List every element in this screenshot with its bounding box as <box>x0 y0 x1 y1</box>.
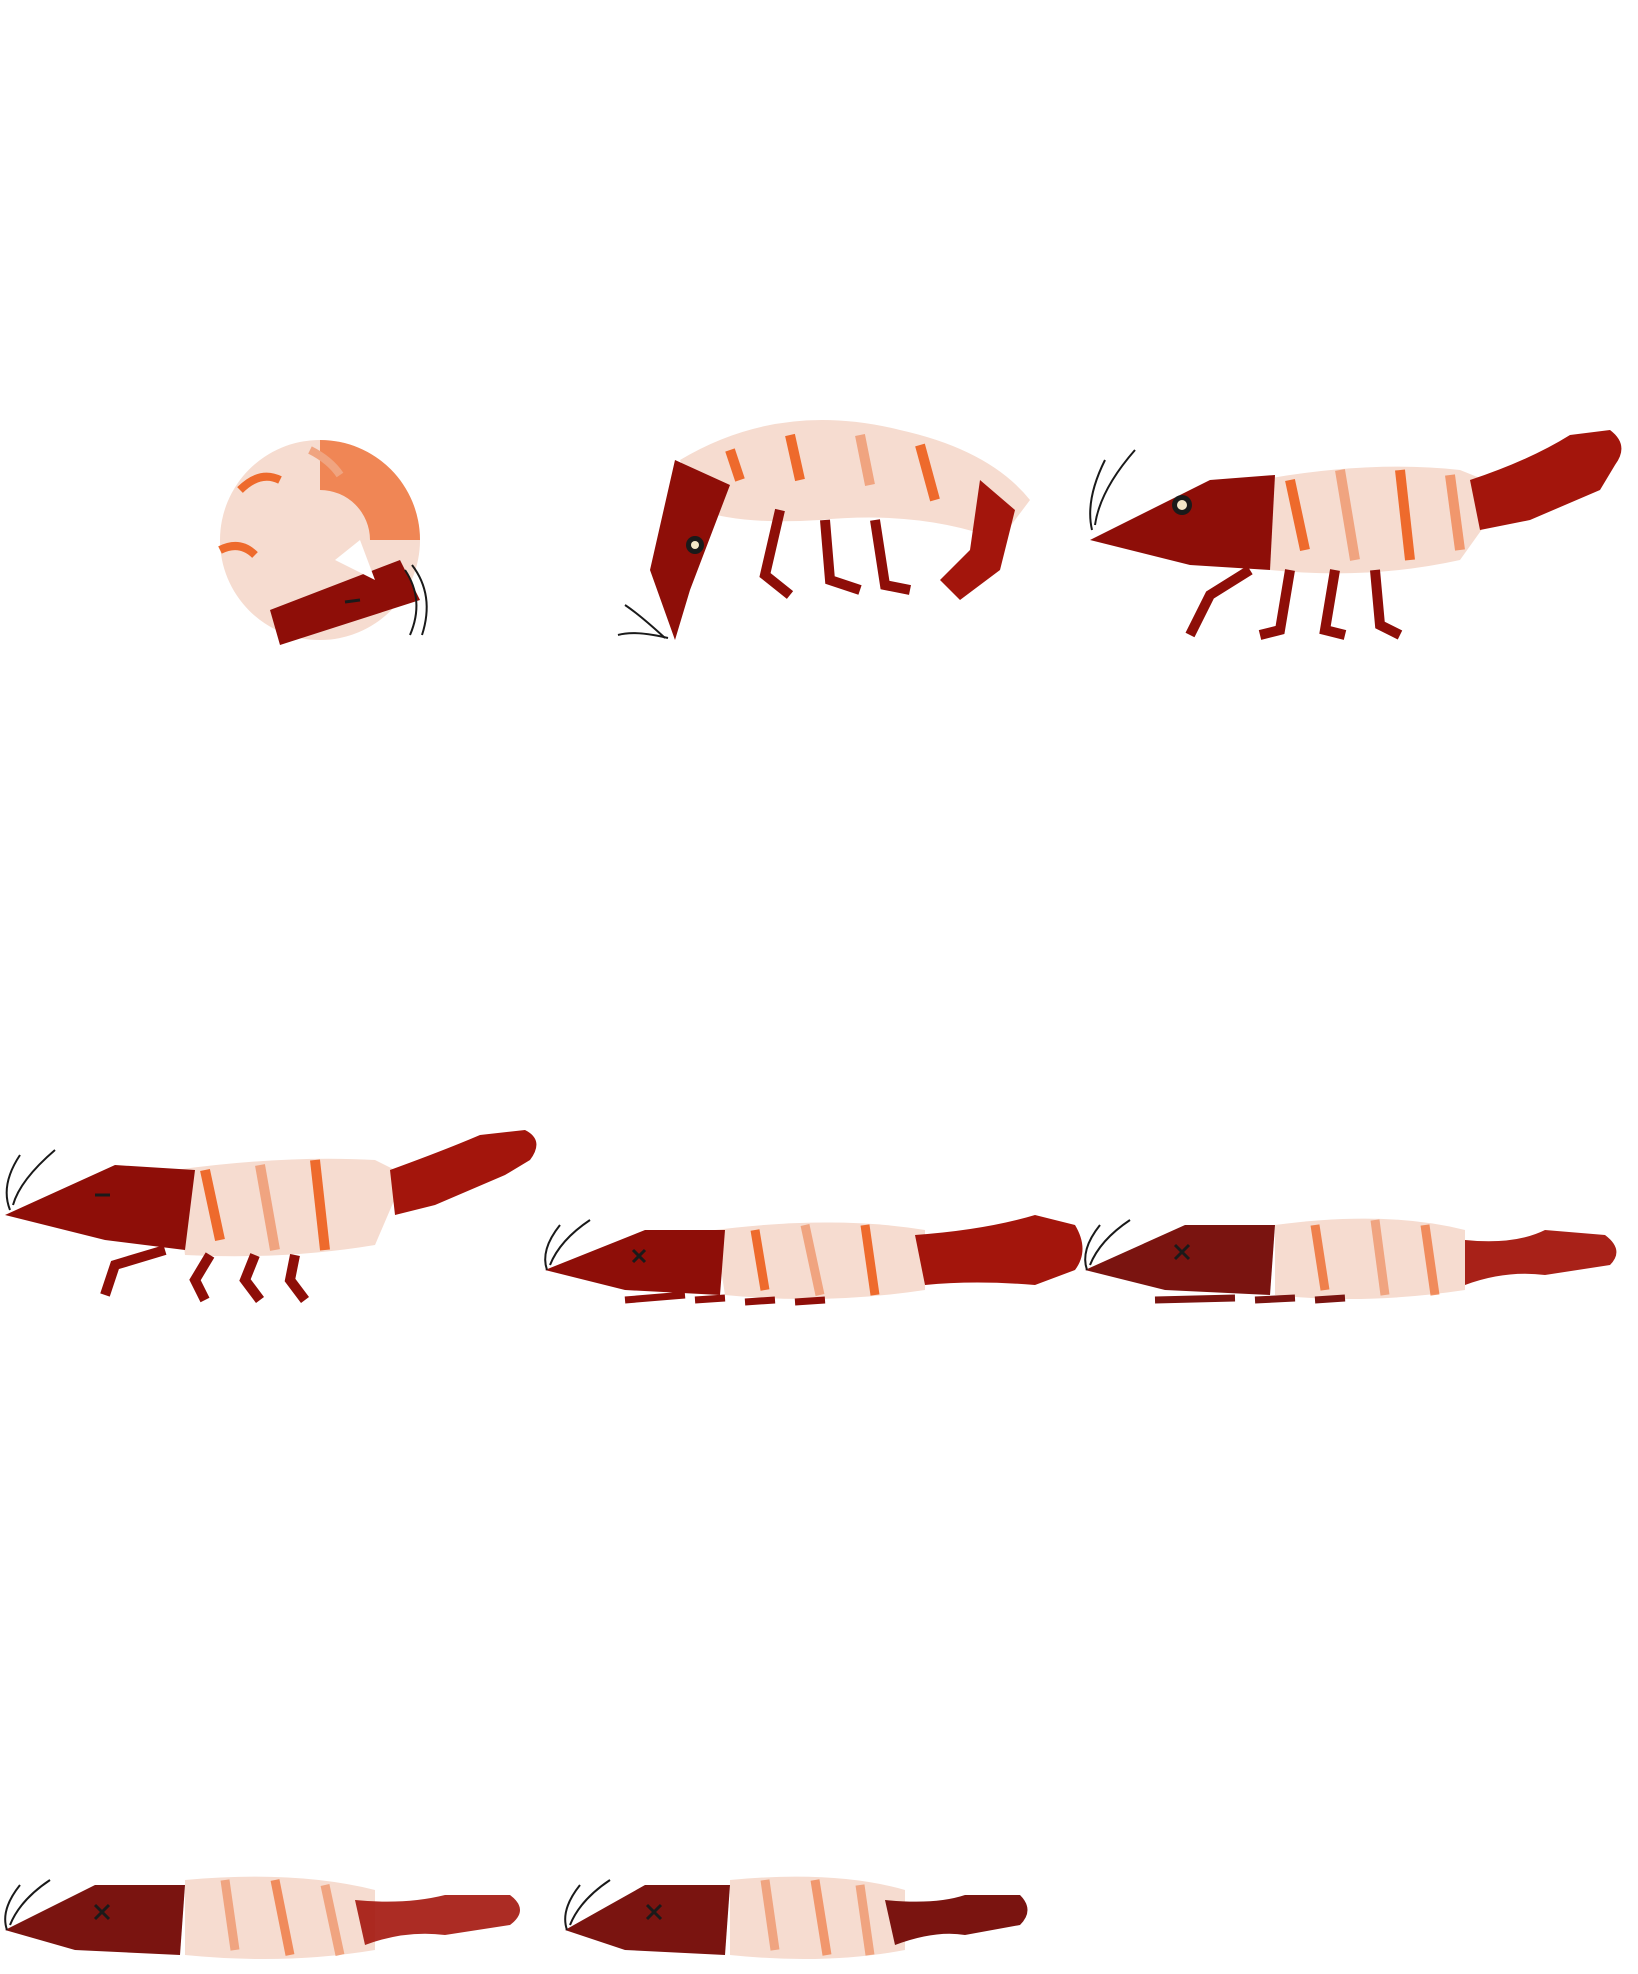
antenna-icon <box>404 569 418 636</box>
shrimp-lying-1-sprite <box>544 1215 1083 1306</box>
shrimp-frame-lying-1 <box>544 1210 1085 1310</box>
x-eye-icon <box>645 1903 663 1921</box>
tail-shape <box>1465 1230 1617 1285</box>
antenna-icon <box>1089 459 1106 531</box>
shrimp-hunched-sprite <box>617 420 1030 640</box>
antenna-icon <box>4 1884 21 1931</box>
shrimp-frame-walking-closed <box>5 1125 545 1315</box>
tail-shape <box>1470 430 1622 530</box>
x-eye-icon <box>631 1248 647 1264</box>
tail-shape <box>885 1895 1028 1945</box>
shrimp-curled-sprite <box>218 440 428 645</box>
shrimp-frame-hunched <box>617 410 1050 650</box>
shrimp-walking-open-sprite <box>1089 430 1622 640</box>
x-eye-icon <box>1173 1243 1191 1261</box>
shrimp-frame-lying-3 <box>4 1870 530 1970</box>
tail-shape <box>355 1895 520 1945</box>
shrimp-frame-walking-open <box>1089 420 1630 650</box>
tail-shape <box>390 1130 537 1215</box>
head-shape <box>5 1885 185 1955</box>
head-shape <box>545 1230 725 1295</box>
head-shape <box>565 1885 730 1955</box>
head-shape <box>1090 475 1275 570</box>
antenna-icon <box>564 1884 581 1931</box>
shrimp-lying-3-sprite <box>4 1876 520 1959</box>
shrimp-frame-lying-4 <box>564 1870 1035 1970</box>
antenna-icon <box>544 1224 561 1271</box>
shrimp-frame-curled <box>200 430 440 650</box>
shrimp-lying-2-sprite <box>1084 1218 1617 1304</box>
tail-shape <box>915 1215 1083 1285</box>
shrimp-frame-lying-2 <box>1084 1210 1625 1310</box>
shrimp-lying-4-sprite <box>564 1876 1028 1959</box>
shrimp-walking-closed-sprite <box>5 1130 537 1303</box>
antenna-icon <box>624 604 666 639</box>
head-shape <box>5 1165 195 1250</box>
closed-eye-icon <box>344 598 361 604</box>
x-eye-icon <box>93 1903 111 1921</box>
head-shape <box>1085 1225 1275 1295</box>
antenna-icon <box>5 1154 21 1211</box>
tail-shape <box>940 480 1015 600</box>
antenna-icon <box>1084 1224 1101 1271</box>
head-shape <box>270 560 420 645</box>
